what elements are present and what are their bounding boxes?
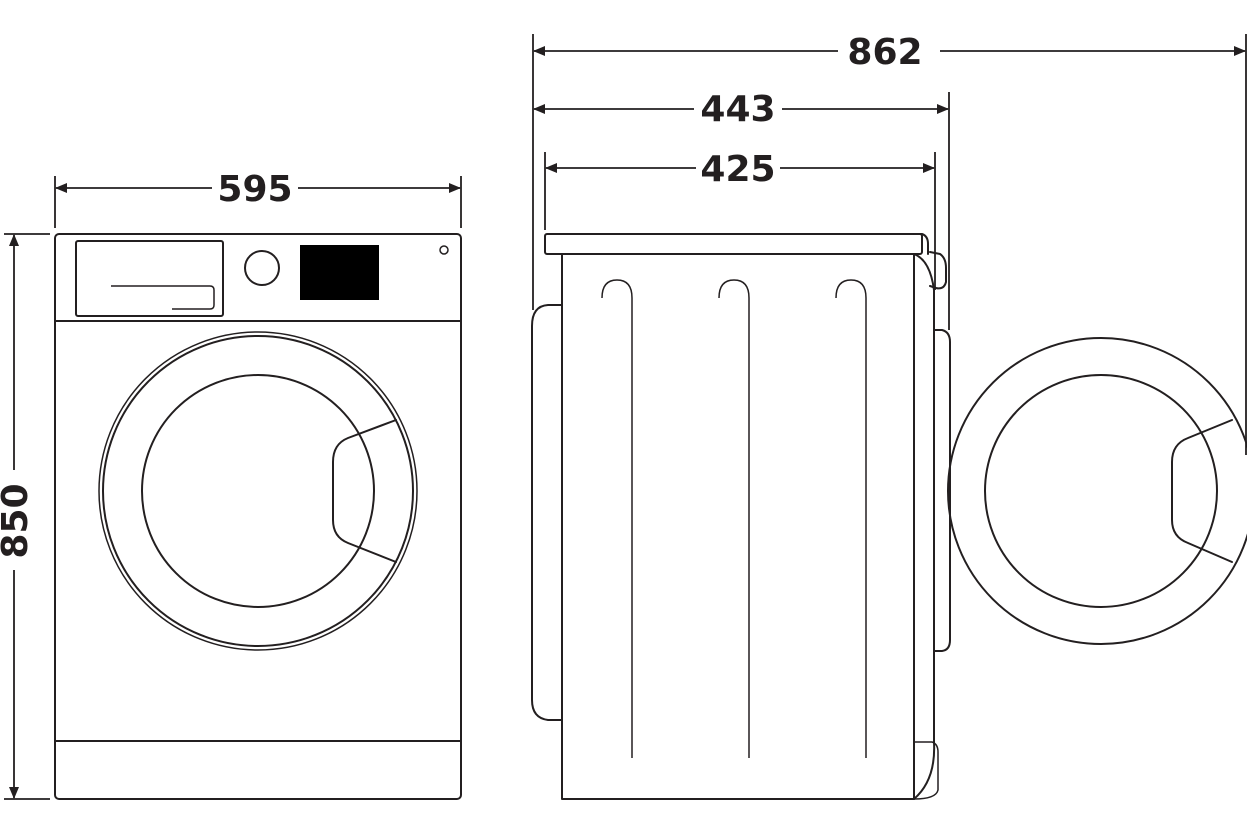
depth-body-label: 425 <box>700 149 775 190</box>
detergent-drawer-handle <box>111 285 215 310</box>
front-width-dimension: 595 <box>54 169 462 228</box>
open-door-glass <box>984 374 1218 608</box>
side-rib-2 <box>718 279 750 758</box>
open-door-handle <box>1171 419 1233 563</box>
side-worktop-front-cap <box>913 233 929 255</box>
program-knob <box>244 250 280 286</box>
depth-body-dimension: 425 <box>544 149 936 290</box>
depth-total-label: 862 <box>847 32 922 73</box>
height-label: 850 <box>0 483 36 558</box>
side-view <box>531 233 951 800</box>
side-rib-3 <box>835 279 867 758</box>
side-body-outline <box>561 253 915 800</box>
side-door-profile <box>933 329 951 652</box>
door-ring <box>102 335 414 647</box>
front-width-label: 595 <box>217 169 292 210</box>
display-panel <box>300 245 379 300</box>
door-outer-ring <box>98 331 418 651</box>
front-view <box>54 233 462 800</box>
depth-with-door-dimension: 443 <box>533 89 950 330</box>
door-handle <box>332 419 397 563</box>
side-front-edge <box>913 253 936 800</box>
side-worktop <box>544 233 923 255</box>
open-door-ring <box>947 337 1247 645</box>
side-kick-panel <box>913 741 939 800</box>
open-door <box>947 337 1247 645</box>
depth-total-dimension: 862 <box>532 32 1247 455</box>
side-knob <box>929 251 947 290</box>
depth-with-door-label: 443 <box>700 89 775 130</box>
side-rear-bumper <box>531 304 563 721</box>
height-dimension: 850 <box>0 233 50 800</box>
detergent-drawer <box>75 240 224 317</box>
power-indicator <box>439 245 449 255</box>
front-body-outline <box>54 233 462 800</box>
door-glass <box>141 374 375 608</box>
side-rib-1 <box>601 279 633 758</box>
